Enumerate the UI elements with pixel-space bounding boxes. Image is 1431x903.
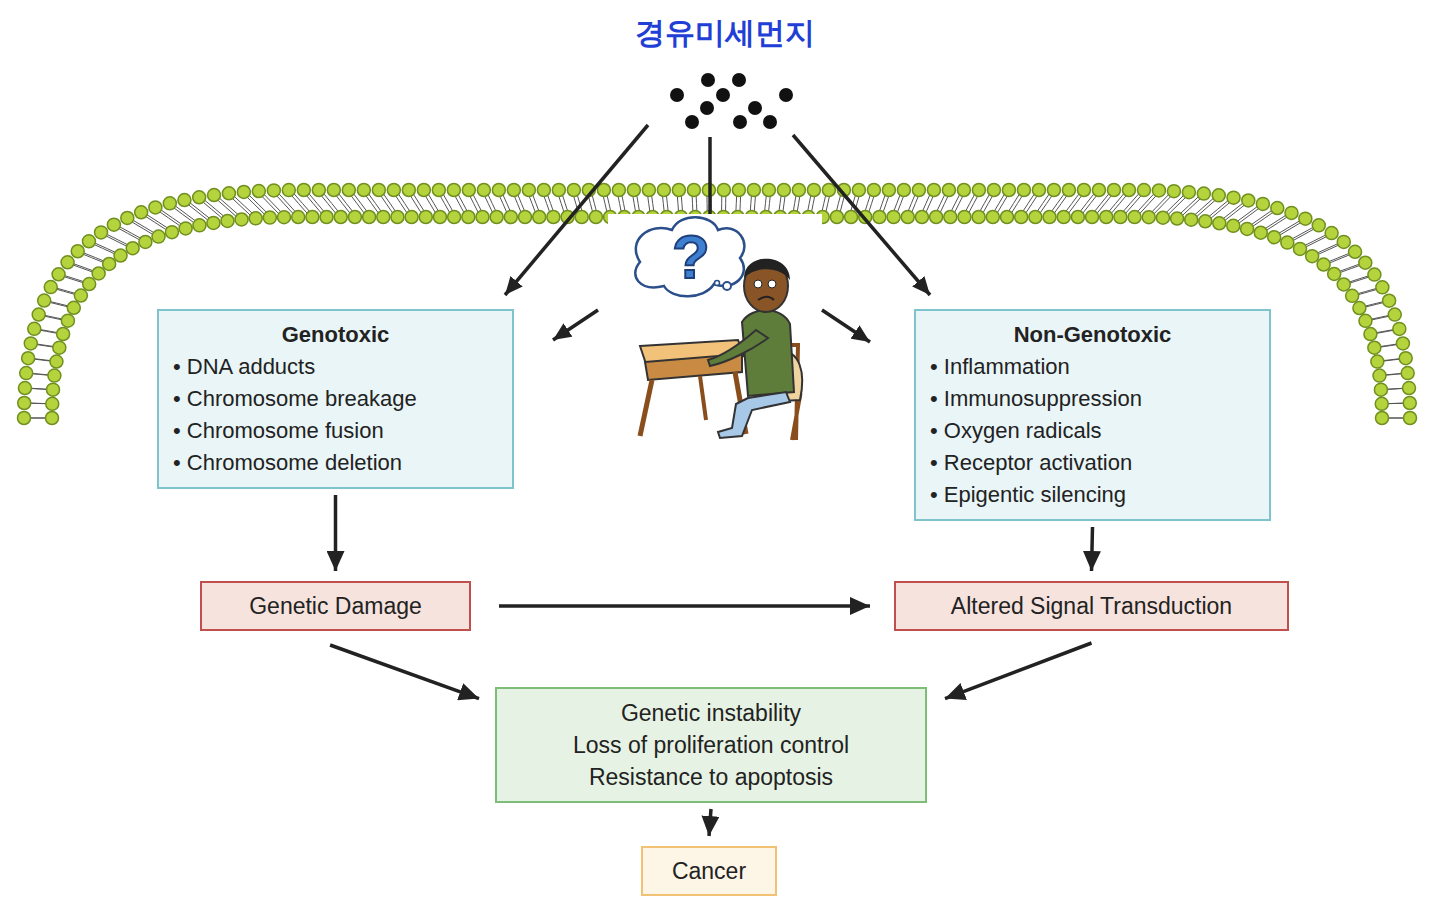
bullet-item: • Immunosuppression xyxy=(930,383,1255,415)
bullet-item: • DNA adducts xyxy=(173,351,498,383)
connector-arrow xyxy=(945,643,1092,699)
result-box: Altered Signal Transduction xyxy=(894,581,1289,631)
exposure-arrows xyxy=(505,125,930,342)
connector-arrow xyxy=(499,604,870,608)
bullet-item: • Chromosome breakage xyxy=(173,383,498,415)
bullet-item: • Receptor activation xyxy=(930,447,1255,479)
question-mark: ? xyxy=(672,226,710,288)
bullet-item: • Oxygen radicals xyxy=(930,415,1255,447)
particles xyxy=(670,73,793,129)
box-text: Resistance to apoptosis xyxy=(507,761,915,793)
bullet-item: • Chromosome deletion xyxy=(173,447,498,479)
result-box: Genetic Damage xyxy=(200,581,471,631)
cancer-box: Cancer xyxy=(641,846,777,896)
connector-arrow xyxy=(709,809,711,836)
bullet-item: • Chromosome fusion xyxy=(173,415,498,447)
box-heading: Non-Genotoxic xyxy=(930,319,1255,351)
box-text: Altered Signal Transduction xyxy=(906,591,1277,621)
box-text: Loss of proliferation control xyxy=(507,729,915,761)
box-text: Genetic instability xyxy=(507,697,915,729)
connector-arrow xyxy=(330,645,479,699)
non-genotoxic-box: Non-Genotoxic• Inflammation• Immunosuppr… xyxy=(914,309,1271,521)
bullet-item: • Epigentic silencing xyxy=(930,479,1255,511)
student-cartoon xyxy=(635,217,802,440)
title: 경유미세먼지 xyxy=(635,13,815,54)
box-text: Genetic Damage xyxy=(212,591,459,621)
outcome-box: Genetic instabilityLoss of proliferation… xyxy=(495,687,927,803)
box-heading: Genotoxic xyxy=(173,319,498,351)
connector-arrow xyxy=(1092,527,1093,571)
connector-arrow xyxy=(334,495,338,571)
box-text: Cancer xyxy=(653,856,765,886)
genotoxic-box: Genotoxic• DNA adducts• Chromosome break… xyxy=(157,309,514,489)
bullet-item: • Inflammation xyxy=(930,351,1255,383)
